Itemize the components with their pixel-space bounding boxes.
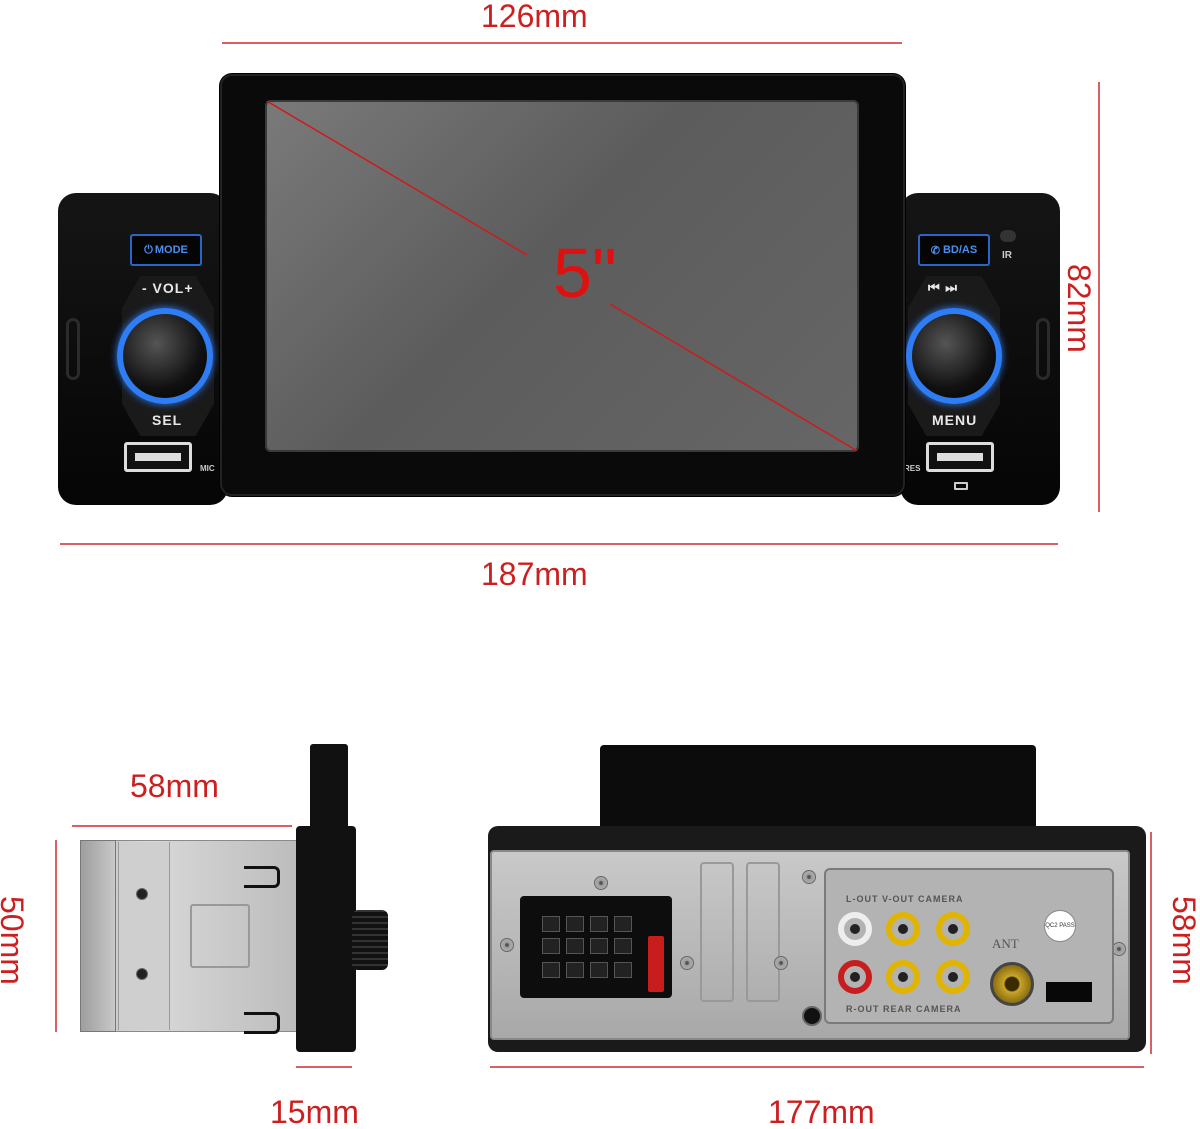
side-knob (352, 910, 388, 970)
phone-icon: ✆ (930, 244, 940, 257)
back-vent (700, 862, 734, 1002)
pin (614, 938, 632, 954)
mic-label: MIC (200, 464, 215, 473)
side-chassis-mid (118, 842, 170, 1030)
side-height-line (55, 840, 57, 1032)
pin (566, 916, 584, 932)
side-bracket-center (190, 904, 250, 968)
ir-sensor-icon (1000, 230, 1016, 242)
pin (542, 938, 560, 954)
rca-red (838, 960, 872, 994)
back-height-label: 58mm (1166, 896, 1200, 985)
pin (542, 962, 560, 978)
pin (614, 962, 632, 978)
back-screw (774, 956, 788, 970)
rca-bottom-legend: R-OUT REAR CAMERA (846, 1004, 962, 1014)
side-screen-edge (310, 744, 348, 864)
pin (542, 916, 560, 932)
back-width-label: 177mm (768, 1094, 875, 1129)
front-top-width-label: 126mm (481, 0, 588, 34)
iso-connector (520, 896, 672, 998)
front-height-label: 82mm (1061, 264, 1097, 353)
volume-knob[interactable] (117, 308, 213, 404)
bdas-button[interactable]: ✆ BD/AS (918, 234, 990, 266)
front-top-width-line (222, 42, 902, 44)
mode-button-label: MODE (154, 244, 188, 256)
sel-label: SEL (152, 412, 183, 428)
ir-label: IR (1002, 250, 1012, 261)
side-faceplate-label: 15mm (270, 1094, 359, 1129)
side-bracket-top (244, 866, 280, 888)
side-depth-line (72, 825, 292, 827)
prev-next-icons: ⏮ ⏭ (928, 280, 959, 295)
touch-screen[interactable] (265, 100, 859, 452)
left-side-slot (66, 318, 80, 380)
pin (590, 938, 608, 954)
antenna-port (990, 962, 1034, 1006)
back-screw (500, 938, 514, 952)
pin (566, 962, 584, 978)
rca-yellow-1 (886, 912, 920, 946)
side-screw-top (136, 888, 148, 900)
pin (614, 916, 632, 932)
rca-yellow-2 (936, 912, 970, 946)
right-side-slot (1036, 318, 1050, 380)
side-depth-label: 58mm (130, 768, 219, 804)
left-usb-port (124, 442, 192, 472)
screen-diagonal (265, 100, 859, 452)
side-faceplate-line (296, 1066, 352, 1068)
aux-jack (802, 1006, 822, 1026)
mode-button[interactable]: ⏻ MODE (130, 234, 202, 266)
rca-top-legend: L-OUT V-OUT CAMERA (846, 894, 964, 904)
pin (566, 938, 584, 954)
black-label (1046, 982, 1092, 1002)
right-usb-port (926, 442, 994, 472)
res-label: RES (904, 464, 921, 473)
rca-yellow-3 (886, 960, 920, 994)
front-bottom-width-label: 187mm (481, 556, 588, 592)
side-height-label: 50mm (0, 896, 30, 985)
rca-yellow-4 (936, 960, 970, 994)
side-screw-bottom (136, 968, 148, 980)
back-height-line (1150, 832, 1152, 1054)
side-bracket-bottom (244, 1012, 280, 1034)
side-chassis-front (80, 840, 116, 1032)
back-width-line (490, 1066, 1144, 1068)
pin (590, 916, 608, 932)
fuse (648, 936, 664, 992)
screen-size-label: 5" (553, 234, 617, 312)
pin (590, 962, 608, 978)
back-screw (1112, 942, 1126, 956)
bdas-button-label: BD/AS (942, 244, 978, 256)
front-bottom-width-line (60, 543, 1058, 545)
back-screw (802, 870, 816, 884)
back-screw (680, 956, 694, 970)
sd-card-icon (954, 482, 968, 490)
qc-sticker: QC2 PASS (1044, 910, 1076, 942)
menu-label: MENU (932, 412, 978, 428)
back-vent (746, 862, 780, 1002)
back-screw (594, 876, 608, 890)
menu-knob[interactable] (906, 308, 1002, 404)
front-height-line (1098, 82, 1100, 512)
rca-white (838, 912, 872, 946)
ant-label: ANT (992, 936, 1019, 951)
power-icon: ⏻ (144, 243, 153, 256)
vol-label: - VOL+ (142, 280, 194, 296)
